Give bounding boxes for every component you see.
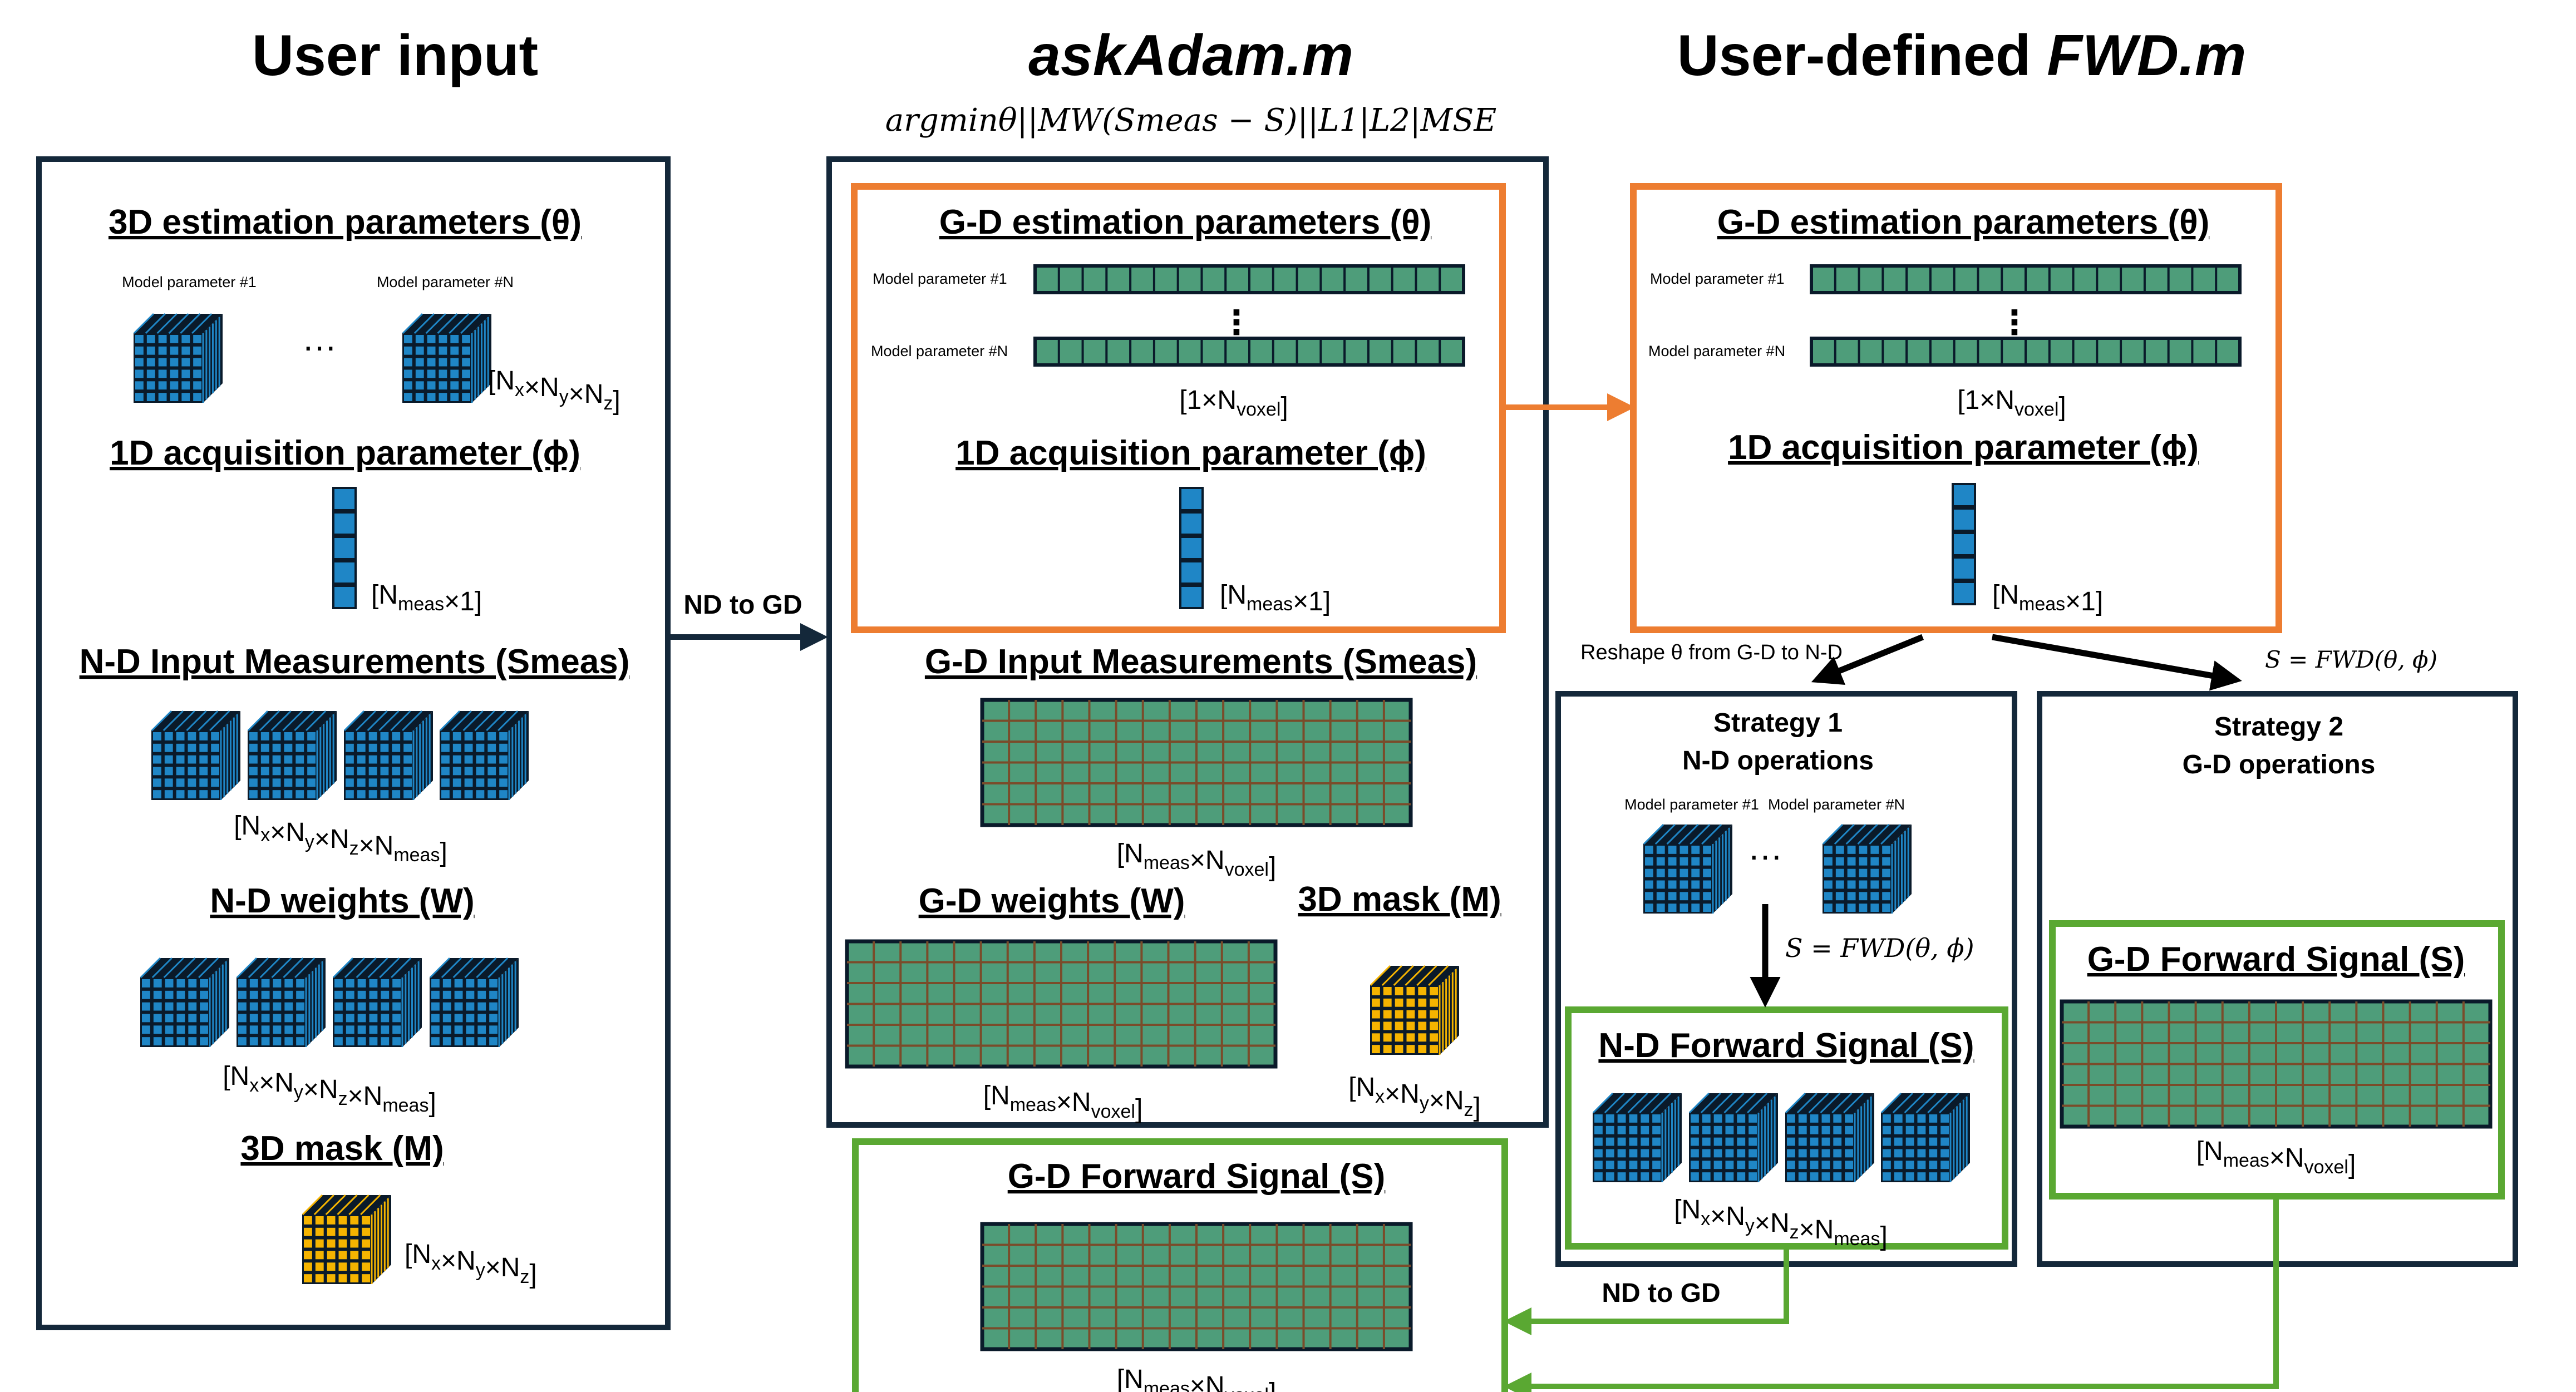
ui-ellipsis: … (302, 318, 337, 358)
ui-weights-cube-4 (429, 957, 519, 1047)
arrow-nd-to-gd-bottom (1504, 1246, 1789, 1335)
ui-weights-cube-2 (236, 957, 326, 1047)
fwd-acq-column (1952, 483, 1976, 605)
user-input-box (36, 156, 671, 1330)
askadam-params-box (851, 183, 1506, 633)
s1-forward-cube-1 (1592, 1092, 1682, 1182)
header-askadam: askAdam.m (1028, 23, 1353, 88)
ui-param-cube-first (133, 313, 223, 403)
aa-weights-grid (845, 939, 1278, 1069)
s1-param-first-label: Model parameter #1 (1624, 796, 1759, 813)
ui-param-last-label: Model parameter #N (377, 274, 514, 290)
objective-function: argminθ||MW(Smeas − S)||L1|L2|MSE (885, 102, 1496, 139)
ui-meas-dim: [Nx×Ny×Nz×Nmeas] (234, 811, 447, 867)
ui-param-cube-last (402, 313, 491, 403)
aa-meas-grid (980, 698, 1413, 827)
aa-meas-dim: [Nmeas×Nvoxel] (1117, 839, 1277, 882)
s2-forward-grid (2060, 999, 2493, 1129)
fwd-reshape-label: Reshape θ from G-D to N-D (1580, 641, 1843, 664)
label-nd-to-gd-top: ND to GD (683, 590, 802, 620)
ui-weights-cube-1 (140, 957, 229, 1047)
strategy2-subtitle: G-D operations (2183, 750, 2376, 779)
ui-weights-dim: [Nx×Ny×Nz×Nmeas] (223, 1062, 436, 1118)
aa-weights-dim: [Nmeas×Nvoxel] (983, 1081, 1143, 1124)
s1-param-cube-last (1822, 823, 1912, 914)
strategy1-subtitle: N-D operations (1682, 746, 1874, 776)
label-nd-to-gd-bottom: ND to GD (1602, 1279, 1720, 1308)
aa-mask-title: 3D mask (M) (1298, 880, 1501, 919)
ui-weights-cube-3 (332, 957, 422, 1047)
s1-param-cube-first (1643, 823, 1732, 914)
ui-acq-column (332, 487, 357, 609)
s2-forward-title: G-D Forward Signal (S) (2087, 940, 2465, 979)
aa-param-row-last (1033, 337, 1465, 367)
s1-equation: S = FWD(θ, ϕ) (1785, 933, 1974, 963)
arrow-to-strategy2 (1992, 634, 2242, 691)
strategy1-title: Strategy 1 (1713, 708, 1843, 738)
aa-est-title: G-D estimation parameters (θ) (939, 203, 1432, 241)
aa-param-row-first (1033, 264, 1465, 294)
ui-meas-title: N-D Input Measurements (Smeas) (80, 643, 630, 681)
aa-acq-title: 1D acquisition parameter (ϕ) (955, 434, 1426, 472)
aa-acq-column (1179, 487, 1204, 609)
header-user-input: User input (252, 23, 538, 88)
fwd-param-first-label: Model parameter #1 (1650, 270, 1785, 287)
aa-dim-meas1: [Nmeas×1] (1220, 580, 1331, 616)
fwd-param-row-last (1810, 337, 2242, 367)
header-fwd-prefix: User-defined (1677, 23, 2047, 88)
s1-param-last-label: Model parameter #N (1768, 796, 1905, 813)
ui-weights-title: N-D weights (W) (210, 882, 474, 920)
fwd-param-row-first (1810, 264, 2242, 294)
header-fwd: User-defined FWD.m (1677, 23, 2247, 88)
fwd-s-equation: S = FWD(θ, ϕ) (2265, 646, 2437, 673)
arrow-to-strategy1 (1811, 634, 1924, 685)
strategy2-title: Strategy 2 (2214, 712, 2343, 742)
ui-param-first-label: Model parameter #1 (122, 274, 257, 290)
ui-dim-meas1: [Nmeas×1] (371, 580, 482, 616)
s1-forward-cube-3 (1785, 1092, 1874, 1182)
fwd-est-title: G-D estimation parameters (θ) (1717, 203, 2210, 241)
ui-meas-cube-1 (151, 710, 240, 800)
ui-mask-title: 3D mask (M) (240, 1129, 444, 1168)
askadam-box (826, 156, 1549, 1128)
fwd-vdots: ⋮ (1998, 304, 2031, 341)
aa-weights-title: G-D weights (W) (919, 882, 1185, 920)
s1-ellipsis: … (1747, 827, 1783, 867)
aa-vdots: ⋮ (1220, 304, 1253, 341)
s1-forward-title: N-D Forward Signal (S) (1598, 1026, 1974, 1065)
fwd-dim-voxel: [1×Nvoxel] (1957, 386, 2066, 422)
ui-est-title: 3D estimation parameters (θ) (109, 203, 582, 241)
arrow-gd-forward-return (1504, 1196, 2279, 1392)
aa-mask-cube (1370, 965, 1459, 1055)
ui-meas-cube-2 (247, 710, 337, 800)
askadam-forward-box (852, 1138, 1508, 1392)
s1-forward-cube-2 (1688, 1092, 1778, 1182)
ui-dim-xyz: [Nx×Ny×Nz] (488, 366, 620, 416)
aa-forward-title: G-D Forward Signal (S) (1008, 1157, 1386, 1196)
aa-meas-title: G-D Input Measurements (Smeas) (925, 643, 1477, 681)
aa-mask-dim: [Nx×Ny×Nz] (1348, 1073, 1481, 1122)
ui-mask-dim: [Nx×Ny×Nz] (405, 1240, 537, 1289)
aa-param-last-label: Model parameter #N (871, 343, 1008, 359)
s1-forward-dim: [Nx×Ny×Nz×Nmeas] (1674, 1195, 1888, 1251)
fwd-param-last-label: Model parameter #N (1648, 343, 1785, 359)
fwd-acq-title: 1D acquisition parameter (ϕ) (1728, 428, 2199, 467)
ui-meas-cube-4 (439, 710, 529, 800)
ui-mask-cube (302, 1194, 391, 1284)
ui-meas-cube-3 (343, 710, 433, 800)
aa-dim-voxel: [1×Nvoxel] (1179, 386, 1288, 422)
header-fwd-italic: FWD.m (2047, 23, 2246, 88)
s2-forward-dim: [Nmeas×Nvoxel] (2196, 1137, 2356, 1179)
aa-forward-dim: [Nmeas×Nvoxel] (1117, 1365, 1277, 1392)
aa-forward-grid (980, 1222, 1413, 1351)
ui-acq-title: 1D acquisition parameter (ϕ) (110, 434, 580, 472)
aa-param-first-label: Model parameter #1 (873, 270, 1007, 287)
fwd-dim-meas1: [Nmeas×1] (1992, 580, 2103, 616)
s1-forward-cube-4 (1880, 1092, 1970, 1182)
